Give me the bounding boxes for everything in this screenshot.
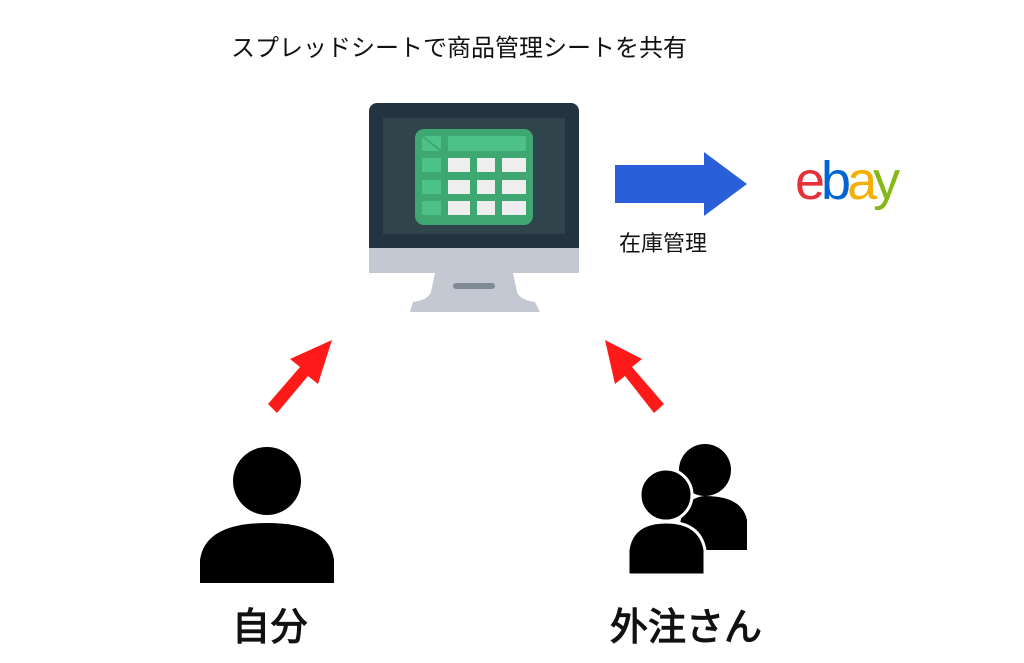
red-arrow-up-right — [268, 340, 332, 413]
monitor-spreadsheet-icon — [369, 103, 579, 312]
diagram-title: スプレッドシートで商品管理シートを共有 — [231, 34, 687, 62]
outsource-label: 外注さん — [610, 605, 763, 649]
ebay-logo: ebay — [795, 150, 900, 212]
ebay-logo-a: a — [847, 151, 877, 211]
blue-arrow-right — [615, 152, 747, 216]
ebay-logo-e: e — [795, 151, 825, 211]
group-people-icon — [626, 444, 747, 577]
ebay-logo-y: y — [873, 151, 900, 211]
red-arrow-up-left — [605, 340, 664, 413]
self-label: 自分 — [232, 605, 309, 649]
ebay-logo-b: b — [821, 151, 851, 211]
person-icon — [200, 447, 334, 583]
inventory-label: 在庫管理 — [619, 232, 708, 257]
